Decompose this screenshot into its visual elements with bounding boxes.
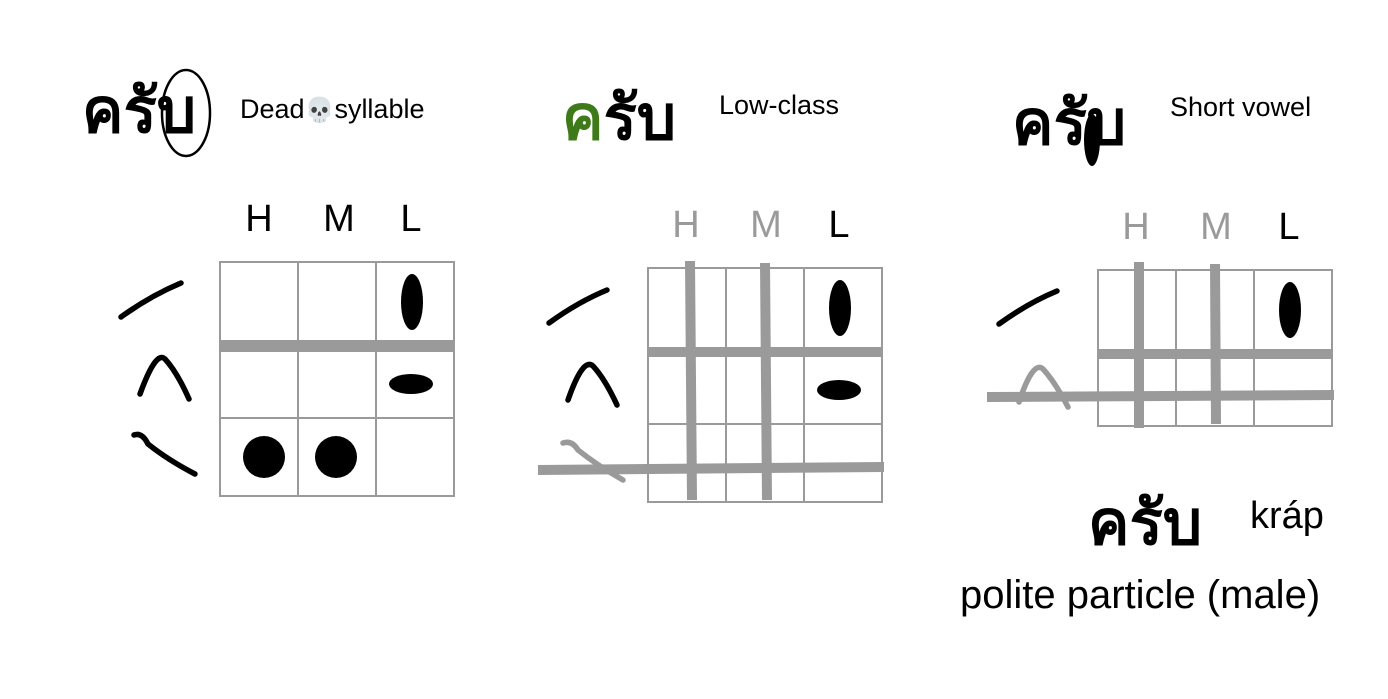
panel1-grid — [219, 261, 455, 497]
panel2-falling-tone-mark — [565, 361, 620, 408]
panel1-tone-dot-l-top — [401, 274, 423, 330]
panel2-crossout-lines — [537, 260, 885, 501]
panel1-label-suffix: syllable — [334, 94, 425, 124]
panel2-col-l: L — [828, 204, 850, 246]
panel1-col-m: M — [323, 198, 355, 240]
panel3-graphics — [986, 114, 1335, 428]
panel2-col-m: M — [750, 204, 782, 246]
panel3-thai-word: ครับ — [1012, 86, 1127, 159]
panel2-graphics — [537, 260, 885, 503]
panel1-col-h: H — [245, 198, 273, 240]
panel1-graphics — [118, 68, 455, 497]
panel1-low-tone-mark — [131, 431, 198, 477]
panel2-label: Low-class — [719, 90, 840, 120]
panel3-col-l: L — [1278, 206, 1300, 248]
panel3-crossout-lines — [986, 262, 1335, 428]
panel1-label-text: Dead — [240, 94, 305, 124]
panel1-rising-tone-mark — [118, 280, 184, 320]
panel1-thai-word: ครับ — [82, 74, 197, 147]
panel3-tone-dot-l-top — [1279, 282, 1301, 338]
answer-romanization: kráp — [1250, 495, 1324, 537]
panel2-class-consonant: ค — [562, 81, 604, 154]
panel1-falling-tone-mark — [137, 354, 192, 402]
panel2-tone-dot-l-mid — [817, 380, 861, 400]
skull-icon: 💀 — [304, 97, 335, 124]
panel2-rising-tone-mark — [546, 287, 610, 326]
final-consonant-circle — [160, 68, 212, 158]
panel3-col-h: H — [1122, 206, 1150, 248]
panel3-label: Short vowel — [1170, 92, 1312, 122]
answer-meaning: polite particle (male) — [960, 573, 1321, 617]
panel1-tone-dot-h-bottom — [243, 436, 285, 478]
panel1-tone-dot-m-bottom — [315, 436, 357, 478]
panel2-col-h: H — [672, 204, 700, 246]
panel1-col-l: L — [400, 198, 422, 240]
panel1-tone-dot-l-mid — [389, 374, 433, 394]
short-vowel-mark — [1084, 114, 1100, 166]
panel2-tone-dot-l-top — [829, 280, 851, 336]
panel3-rising-tone-mark — [996, 288, 1060, 327]
answer-thai-word: ครับ — [1088, 486, 1203, 559]
panel2-word-rest: รับ — [603, 81, 677, 154]
panel1-label: Dead💀syllable — [240, 96, 424, 123]
panel3-col-m: M — [1200, 206, 1232, 248]
panel2-thai-word: ครับ — [562, 87, 676, 149]
